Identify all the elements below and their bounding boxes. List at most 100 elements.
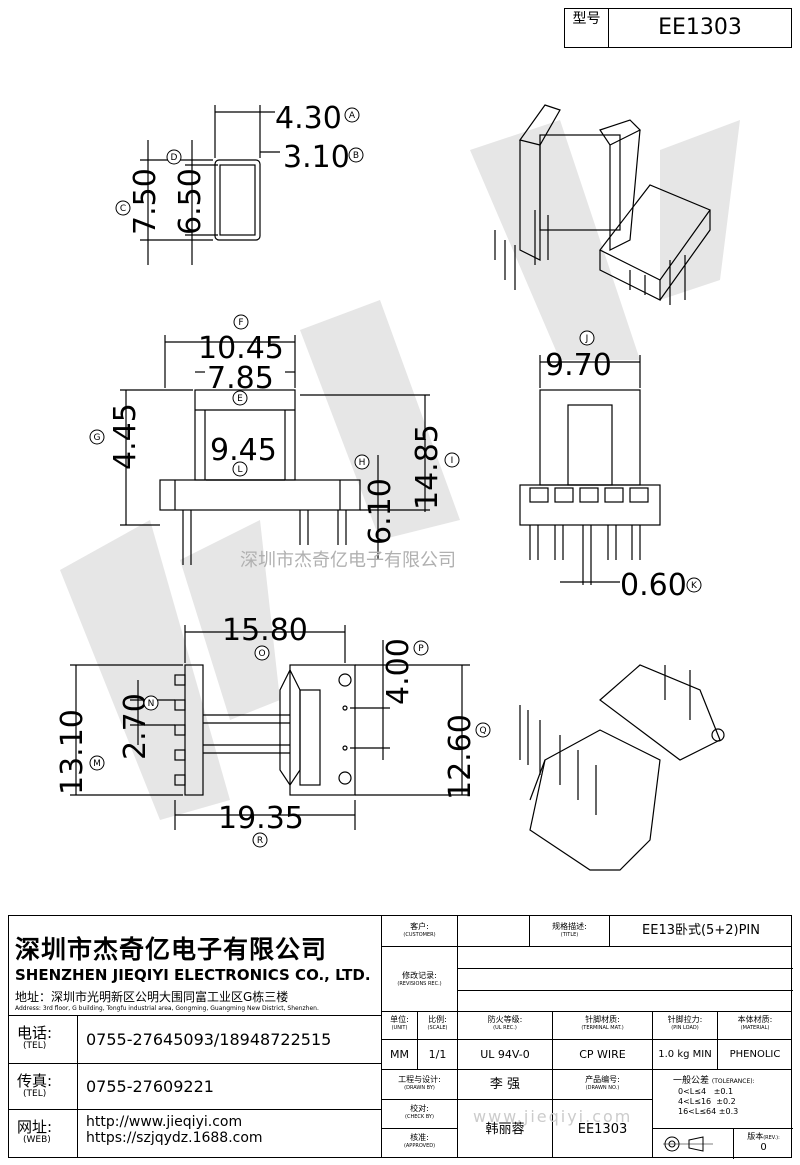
svg-text:M: M bbox=[93, 759, 101, 769]
customer-label: 客户:(CUSTOMER) bbox=[403, 922, 436, 938]
marker-N: N bbox=[143, 695, 159, 711]
marker-E: E bbox=[232, 390, 248, 406]
view-3d-bottom bbox=[519, 664, 725, 871]
dim-F: 10.45 bbox=[198, 331, 284, 366]
marker-I: I bbox=[444, 452, 460, 468]
site-watermark: www.jieqiyi.com bbox=[473, 1107, 633, 1126]
svg-text:G: G bbox=[94, 433, 101, 443]
pinload-label: 针脚拉力: bbox=[667, 1015, 703, 1024]
web-link-1[interactable]: http://www.jieqiyi.com bbox=[86, 1114, 243, 1130]
web-label: 网址: bbox=[17, 1118, 53, 1136]
svg-text:L: L bbox=[237, 465, 242, 475]
title-value: EE13卧式(5+2)PIN bbox=[609, 916, 792, 946]
unit-label: 单位: bbox=[390, 1015, 409, 1024]
model-value: EE1303 bbox=[658, 15, 742, 40]
view-side-left bbox=[120, 335, 430, 565]
fax-value: 0755-27609221 bbox=[77, 1064, 381, 1110]
watermark-logo bbox=[60, 120, 740, 820]
revisions-label: 修改记录:(REVISIONS REC.) bbox=[382, 946, 457, 1011]
title-label: 规格描述:(TITLE) bbox=[529, 916, 609, 946]
svg-text:A: A bbox=[349, 111, 356, 121]
customer-value bbox=[457, 916, 529, 946]
pinload-value: 1.0 kg MIN bbox=[652, 1040, 717, 1070]
marker-A: A bbox=[344, 107, 360, 123]
drawno-label: 产品编号: bbox=[585, 1075, 620, 1084]
marker-G: G bbox=[89, 429, 105, 445]
marker-M: M bbox=[89, 755, 105, 771]
technical-drawing: 深圳市杰奇亿电子有限公司 4.30 3.10 7.50 6.50 10.45 7… bbox=[55, 101, 740, 871]
dim-P: 4.00 bbox=[381, 638, 416, 705]
model-label: 型号 bbox=[565, 9, 609, 47]
check-label: 校对: bbox=[410, 1104, 429, 1113]
dim-H: 6.10 bbox=[363, 478, 398, 545]
spec-values: MM 1/1 UL 94V-0 CP WIRE 1.0 kg MIN PHENO… bbox=[382, 1039, 792, 1070]
unit-value: MM bbox=[390, 1048, 409, 1061]
svg-text:D: D bbox=[171, 153, 178, 163]
dim-K: 0.60 bbox=[620, 568, 687, 603]
dim-B: 3.10 bbox=[283, 140, 350, 175]
tel-value: 0755-27645093/18948722515 bbox=[77, 1016, 381, 1064]
svg-text:R: R bbox=[257, 836, 263, 846]
view-top-small bbox=[140, 105, 280, 265]
ul-label: 防火等级: bbox=[487, 1015, 523, 1024]
drawn-label: 工程与设计: bbox=[398, 1075, 441, 1084]
drawn-value: 李 强 bbox=[457, 1070, 552, 1099]
svg-text:J: J bbox=[585, 334, 589, 344]
web-link-2[interactable]: https://szjqydz.1688.com bbox=[86, 1130, 263, 1146]
drawno-value: EE1303 bbox=[552, 1099, 652, 1158]
marker-F: F bbox=[233, 314, 249, 330]
tel-label-en: (TEL) bbox=[23, 1041, 47, 1051]
view-bottom-left bbox=[70, 625, 470, 830]
dimension-markers: A B C D E F G H I J K L M N O P Q R bbox=[89, 107, 702, 848]
title-block: 深圳市杰奇亿电子有限公司 SHENZHEN JIEQIYI ELECTRONIC… bbox=[8, 915, 793, 1159]
rev-value: 0 bbox=[760, 1142, 767, 1153]
spec-section: 客户:(CUSTOMER) 规格描述:(TITLE) EE13卧式(5+2)PI… bbox=[381, 916, 793, 1159]
fax-label: 传真: bbox=[17, 1072, 53, 1090]
svg-text:H: H bbox=[359, 458, 366, 468]
dim-L: 9.45 bbox=[210, 433, 277, 468]
rev-label: 版本 bbox=[747, 1132, 764, 1141]
marker-D: D bbox=[166, 149, 182, 165]
dim-D: 6.50 bbox=[173, 168, 208, 235]
dim-E: 7.85 bbox=[207, 361, 274, 396]
material-label: 本体材质: bbox=[737, 1015, 773, 1024]
terminal-value: CP WIRE bbox=[552, 1040, 652, 1070]
marker-K: K bbox=[686, 577, 702, 593]
marker-R: R bbox=[252, 832, 268, 848]
svg-text:Q: Q bbox=[479, 726, 486, 736]
dim-J: 9.70 bbox=[545, 348, 612, 383]
dim-G: 4.45 bbox=[108, 403, 143, 470]
svg-text:I: I bbox=[451, 456, 454, 466]
svg-text:K: K bbox=[691, 581, 698, 591]
tolerance-label: 一般公差 bbox=[673, 1076, 710, 1086]
fax-label-en: (TEL) bbox=[23, 1089, 47, 1099]
company-name-cn: 深圳市杰奇亿电子有限公司 bbox=[15, 935, 328, 964]
svg-text:P: P bbox=[418, 644, 424, 654]
web-label-en: (WEB) bbox=[23, 1135, 51, 1145]
ul-value: UL 94V-0 bbox=[457, 1040, 552, 1070]
svg-text:C: C bbox=[120, 204, 126, 214]
marker-P: P bbox=[413, 640, 429, 656]
tel-label: 电话: bbox=[17, 1024, 53, 1042]
dim-M: 13.10 bbox=[55, 709, 90, 795]
dim-Q: 12.60 bbox=[443, 714, 478, 800]
watermark-text: 深圳市杰奇亿电子有限公司 bbox=[240, 550, 456, 571]
dim-R: 19.35 bbox=[218, 801, 304, 836]
scale-value: 1/1 bbox=[417, 1040, 457, 1070]
approval-section: 工程与设计:(DRAWN BY) 李 强 校对:(CHECK BY) 核准:(A… bbox=[382, 1069, 793, 1159]
view-front-right bbox=[519, 355, 661, 585]
web-row: 网址: (WEB) http://www.jieqiyi.com https:/… bbox=[9, 1109, 381, 1158]
svg-text:B: B bbox=[353, 151, 359, 161]
dim-C: 7.50 bbox=[128, 168, 163, 235]
terminal-label: 针脚材质: bbox=[585, 1015, 620, 1024]
model-box: 型号 EE1303 bbox=[564, 8, 792, 48]
fax-row: 传真: (TEL) 0755-27609221 bbox=[9, 1063, 381, 1110]
tolerance-box: 一般公差 (TOLERANCE): 0<L≤4 ±0.1 4<L≤16 ±0.2… bbox=[473, 1070, 793, 1159]
marker-Q: Q bbox=[475, 722, 491, 738]
view-3d-top bbox=[494, 104, 711, 305]
company-address-cn: 地址：深圳市光明新区公明大围同富工业区G栋三楼 bbox=[15, 990, 289, 1004]
marker-O: O bbox=[254, 645, 270, 661]
spec-header: 单位:(UNIT) 比例:(SCALE) 防火等级:(UL REC.) 针脚材质… bbox=[382, 1011, 792, 1040]
marker-L: L bbox=[232, 461, 248, 477]
dim-A: 4.30 bbox=[275, 101, 342, 136]
